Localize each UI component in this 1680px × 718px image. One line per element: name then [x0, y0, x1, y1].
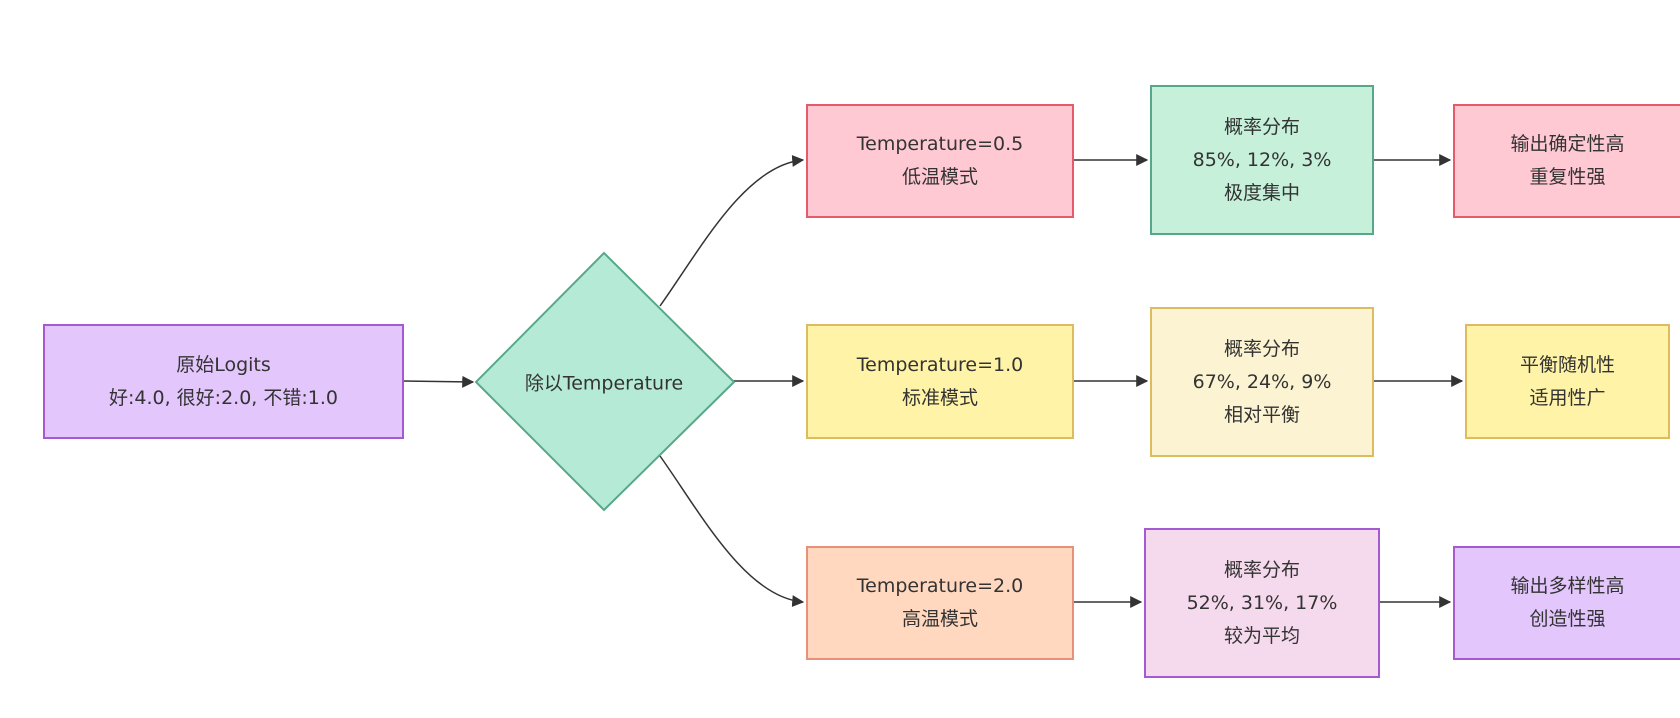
temperature-mid-node: Temperature=1.0 标准模式 [806, 324, 1074, 439]
probability-low-node: 概率分布 85%, 12%, 3% 极度集中 [1150, 85, 1374, 235]
output-high-node: 输出多样性高 创造性强 [1453, 546, 1680, 660]
output-low-line2: 重复性强 [1529, 166, 1606, 188]
edge-logits-to-divide [402, 375, 475, 388]
temperature-low-node: Temperature=0.5 低温模式 [806, 104, 1074, 218]
original-logits-node: 原始Logits 好:4.0, 很好:2.0, 不错:1.0 [43, 324, 404, 439]
divide-decision-label: 除以Temperature [524, 372, 684, 395]
probability-high-title: 概率分布 [1223, 558, 1300, 581]
temperature-high-value: Temperature=2.0 [856, 575, 1024, 597]
probability-high-desc: 较为平均 [1223, 624, 1300, 647]
probability-low-title: 概率分布 [1223, 115, 1300, 138]
temperature-mid-mode: 标准模式 [901, 386, 978, 409]
original-logits-values: 好:4.0, 很好:2.0, 不错:1.0 [108, 386, 338, 409]
divide-decision-diamond [474, 251, 736, 512]
temperature-low-mode: 低温模式 [901, 166, 978, 188]
output-high-line2: 创造性强 [1529, 608, 1606, 630]
temperature-low-value: Temperature=0.5 [856, 133, 1024, 155]
edge-divide-to-temp-high [659, 455, 805, 608]
original-logits-title: 原始Logits [176, 353, 271, 376]
output-low-line1: 输出确定性高 [1510, 133, 1625, 155]
temperature-mid-value: Temperature=1.0 [856, 353, 1024, 376]
probability-mid-node: 概率分布 67%, 24%, 9% 相对平衡 [1150, 307, 1374, 457]
temperature-high-node: Temperature=2.0 高温模式 [806, 546, 1074, 660]
output-low-node: 输出确定性高 重复性强 [1453, 104, 1680, 218]
probability-mid-values: 67%, 24%, 9% [1192, 370, 1332, 393]
probability-low-desc: 极度集中 [1223, 181, 1300, 204]
edge-divide-to-temp-low [659, 154, 805, 307]
output-mid-line2: 适用性广 [1529, 386, 1606, 409]
probability-high-values: 52%, 31%, 17% [1186, 591, 1338, 614]
probability-low-values: 85%, 12%, 3% [1192, 148, 1332, 171]
output-high-line1: 输出多样性高 [1510, 575, 1625, 597]
probability-mid-title: 概率分布 [1223, 337, 1300, 360]
output-mid-node: 平衡随机性 适用性广 [1465, 324, 1670, 439]
probability-high-node: 概率分布 52%, 31%, 17% 较为平均 [1144, 528, 1380, 678]
temperature-high-mode: 高温模式 [901, 608, 978, 630]
probability-mid-desc: 相对平衡 [1223, 403, 1300, 426]
output-mid-line1: 平衡随机性 [1519, 353, 1615, 376]
